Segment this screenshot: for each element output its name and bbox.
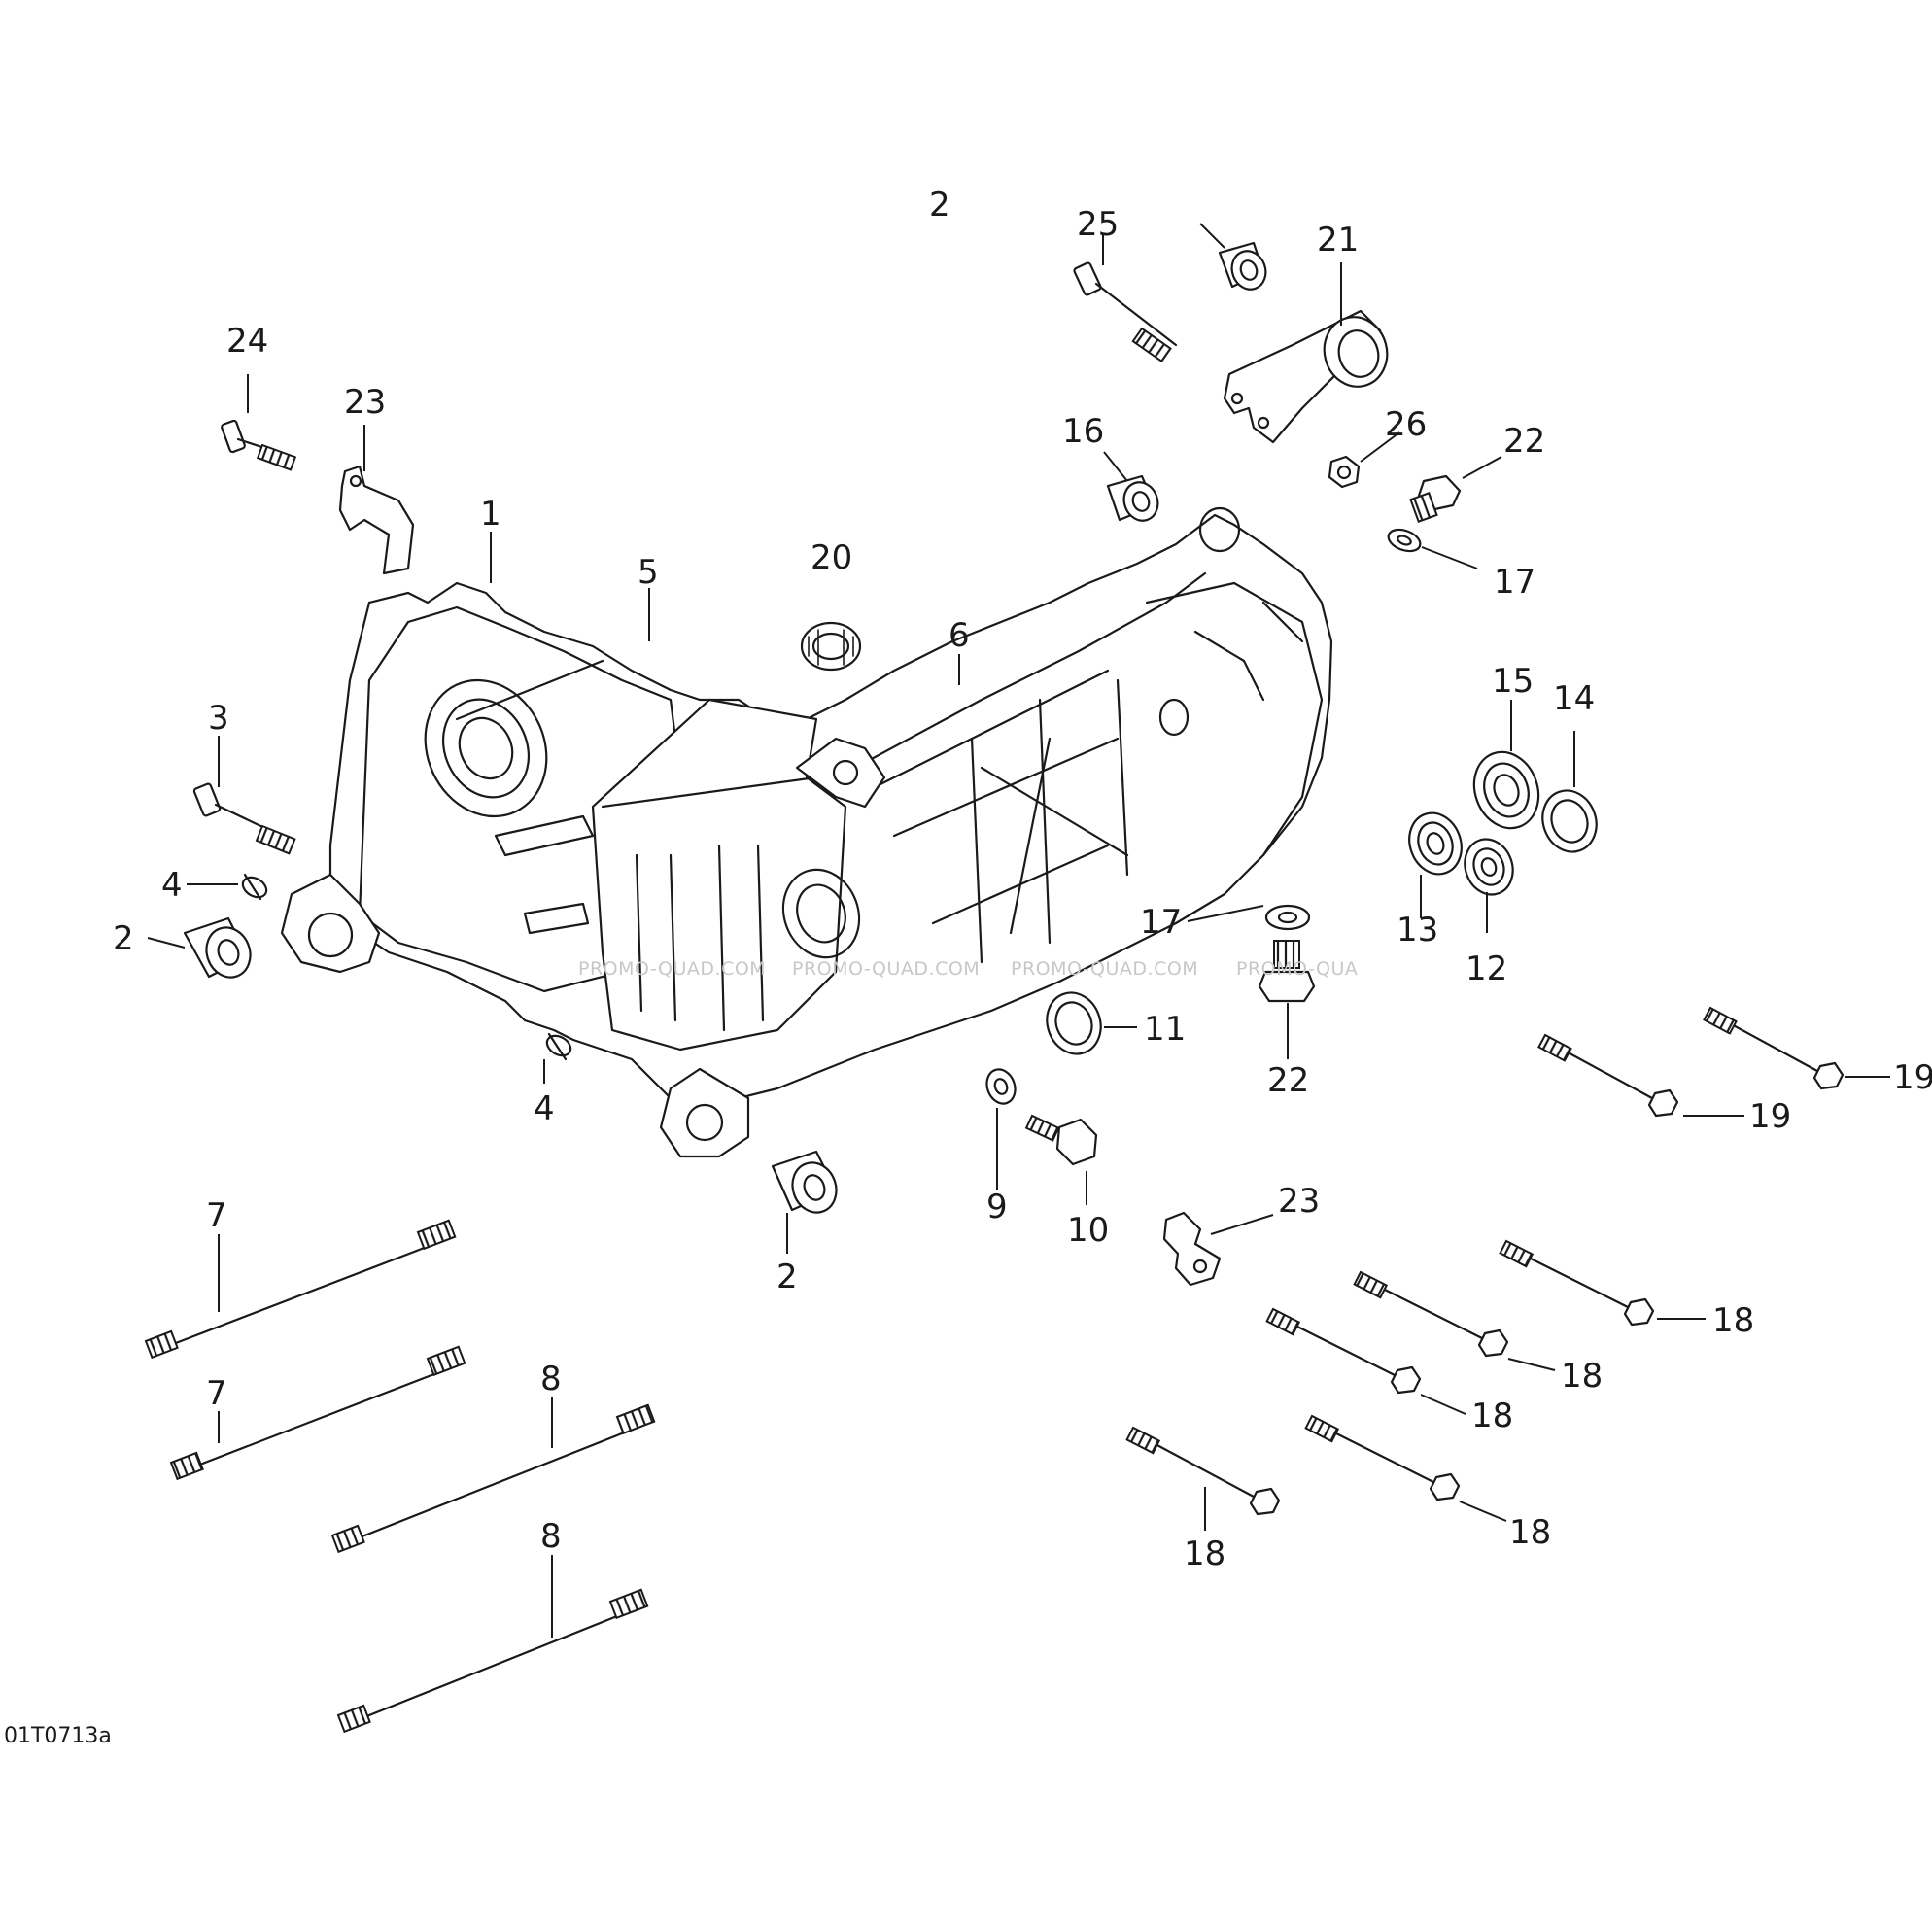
drain-plug-22-lower	[1258, 940, 1316, 1003]
callout-5: 5	[638, 553, 659, 592]
nut-26	[1328, 455, 1361, 489]
bolt-18-e	[1125, 1426, 1281, 1516]
clamp-23-right	[1162, 1211, 1222, 1287]
callout-2: 2	[113, 919, 134, 958]
callout-21: 21	[1317, 221, 1359, 259]
bushing-2-bottom	[771, 1150, 838, 1214]
bolt-18-d	[1304, 1414, 1461, 1501]
watermark: PROMO-QUAD.COM PROMO-QUAD.COM PROMO-QUAD…	[578, 958, 1358, 980]
watermark-text: PROMO-QUAD.COM	[1011, 958, 1198, 980]
callout-2: 2	[776, 1258, 798, 1296]
seal-14	[1541, 789, 1598, 853]
callout-1: 1	[480, 495, 501, 534]
bolt-18-b	[1353, 1270, 1509, 1358]
bearing-13	[1408, 811, 1463, 876]
callout-9: 9	[986, 1188, 1008, 1226]
callout-26: 26	[1385, 405, 1427, 444]
callout-4: 4	[161, 866, 183, 905]
callout-14: 14	[1553, 679, 1595, 718]
callout-17: 17	[1494, 563, 1535, 602]
callout-8: 8	[540, 1360, 562, 1398]
callout-18: 18	[1471, 1397, 1513, 1435]
callout-22: 22	[1267, 1061, 1309, 1100]
callout-7: 7	[206, 1374, 227, 1413]
callout-17: 17	[1140, 903, 1182, 942]
stud-8-lower	[336, 1588, 649, 1734]
drain-plug-22-upper	[1409, 474, 1462, 523]
dowel-4-upper	[241, 873, 268, 901]
bolt-19-left	[1537, 1033, 1679, 1118]
seal-11	[1046, 991, 1102, 1055]
callout-23: 23	[1278, 1182, 1320, 1221]
callout-18: 18	[1561, 1357, 1603, 1396]
bolt-18-a	[1499, 1239, 1655, 1327]
bolt-25	[1073, 261, 1178, 363]
crankcase-assembly	[280, 506, 1333, 1158]
bolt-10	[1024, 1114, 1098, 1166]
callout-6: 6	[949, 616, 970, 655]
callout-labels: 1 2 2 2 3 4 4 5 6 7 7 8 8 9 10 11 12 13 …	[113, 186, 1932, 1573]
callout-19: 19	[1893, 1058, 1932, 1097]
callout-16: 16	[1062, 412, 1104, 451]
stud-8-upper	[330, 1403, 656, 1554]
callout-18: 18	[1712, 1301, 1754, 1340]
bearing-12	[1464, 838, 1514, 896]
callout-11: 11	[1144, 1010, 1186, 1049]
washer-9	[985, 1068, 1017, 1105]
watermark-text: PROMO-QUA	[1236, 958, 1358, 980]
stud-7-upper	[144, 1219, 457, 1360]
dowel-4-lower	[545, 1032, 572, 1061]
callout-7: 7	[206, 1196, 227, 1235]
bolt-18-c	[1265, 1307, 1422, 1395]
washer-17-upper	[1387, 528, 1422, 553]
bolt-19-right	[1703, 1006, 1845, 1090]
clamp-23-left	[338, 465, 415, 575]
bushing-16	[1106, 474, 1159, 522]
watermark-text: PROMO-QUAD.COM	[792, 958, 980, 980]
callout-18: 18	[1509, 1513, 1551, 1552]
callout-8: 8	[540, 1517, 562, 1556]
callout-10: 10	[1067, 1211, 1109, 1250]
bracket-21	[1223, 309, 1389, 444]
callout-23: 23	[344, 383, 386, 422]
bolt-24	[221, 419, 297, 471]
callout-12: 12	[1466, 949, 1507, 988]
bolt-3	[192, 782, 296, 855]
watermark-text: PROMO-QUAD.COM	[578, 958, 766, 980]
callout-3: 3	[208, 699, 229, 738]
needle-bearing-20	[800, 621, 862, 672]
callout-22: 22	[1503, 422, 1545, 461]
callout-20: 20	[811, 538, 852, 577]
stud-7-lower	[169, 1345, 466, 1481]
callout-19: 19	[1749, 1097, 1791, 1136]
callout-13: 13	[1397, 911, 1438, 949]
callout-25: 25	[1077, 205, 1119, 244]
callout-15: 15	[1492, 662, 1534, 701]
bushing-2-top	[1218, 241, 1267, 291]
callout-2: 2	[929, 186, 950, 224]
callout-18: 18	[1184, 1535, 1225, 1573]
diagram-code: 01T0713a	[4, 1724, 112, 1748]
callout-4: 4	[534, 1089, 555, 1128]
washer-17-lower	[1264, 904, 1311, 931]
bushing-2-left	[183, 916, 252, 979]
leader-lines	[147, 223, 1890, 1638]
callout-24: 24	[226, 322, 268, 361]
bearing-15	[1472, 750, 1540, 830]
